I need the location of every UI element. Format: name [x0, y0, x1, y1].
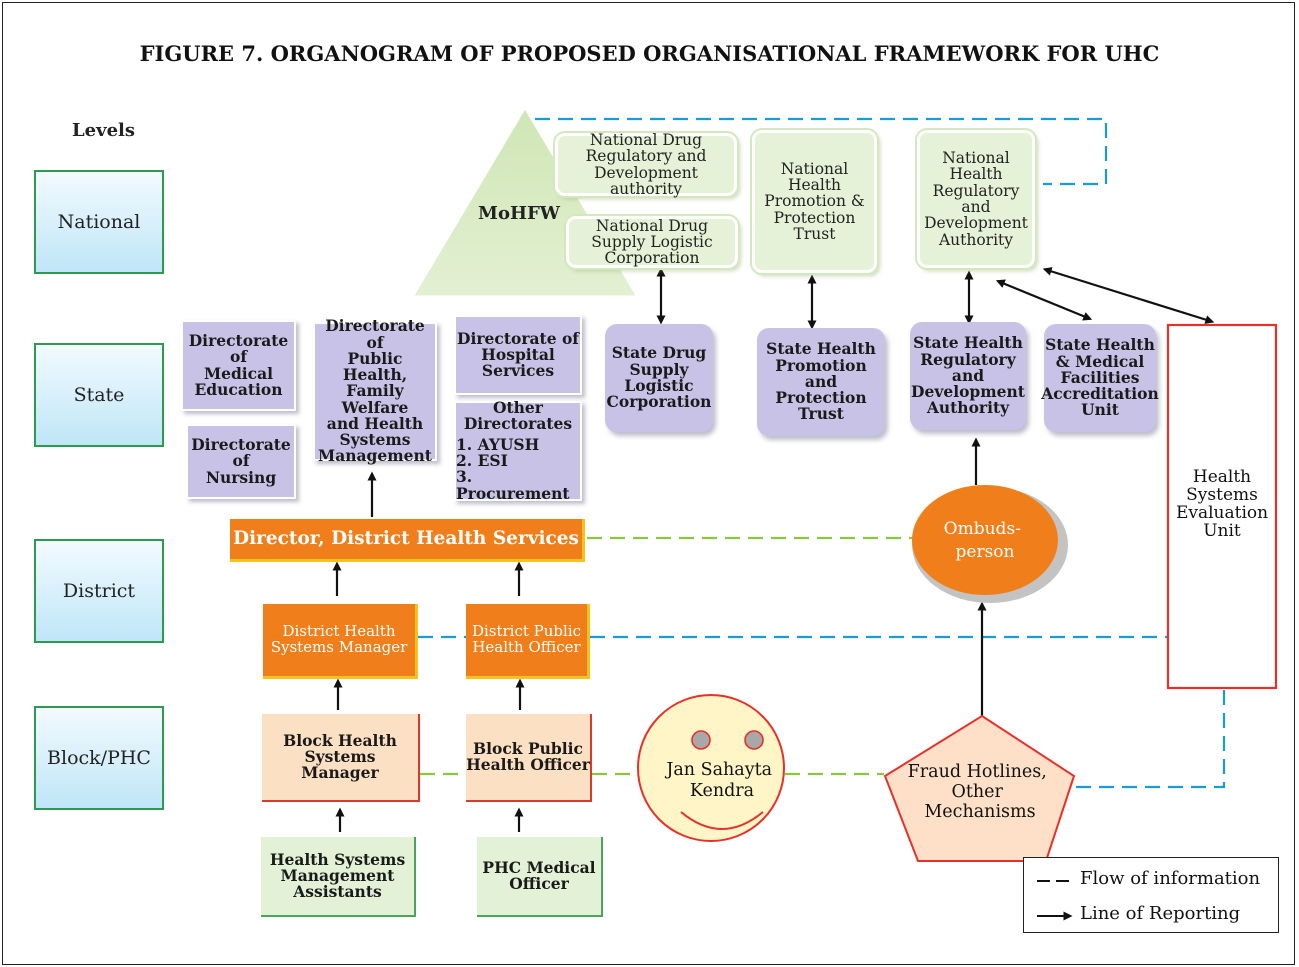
- smiley-left-eye: [691, 730, 711, 750]
- directorate-nursing: Directorate of Nursing: [186, 424, 296, 499]
- state-health-regulatory-development-authority: State Health Regulatory and Development …: [910, 322, 1026, 430]
- legend: Flow of information Line of Reporting: [1023, 857, 1279, 933]
- fraud-label-3: Mechanisms: [924, 802, 1035, 822]
- national-drug-supply-logistic-corporation: National Drug Supply Logistic Corporatio…: [566, 216, 738, 268]
- jan-sahayta-kendra-face: [637, 694, 785, 842]
- fraud-label-1: Fraud Hotlines,: [908, 762, 1047, 782]
- fraud-hotlines-pentagon: [883, 714, 1076, 862]
- legend-symbols: [1037, 880, 1073, 921]
- other-directorates-title: Other Directorates: [463, 398, 573, 434]
- arrow-accreditation: [995, 279, 1093, 321]
- ombudsperson-label-2: person: [956, 542, 1015, 562]
- svg-text:Ombuds- person: Ombuds- person: [944, 519, 1027, 562]
- district-public-health-officer: District Public Health Officer: [466, 604, 590, 679]
- evaluation-unit-text: Health Systems Evaluation Unit: [1175, 467, 1269, 541]
- legend-flow-label: Flow of information: [1080, 868, 1261, 889]
- figure-title: FIGURE 7. ORGANOGRAM OF PROPOSED ORGANIS…: [139, 41, 1160, 66]
- ombudsperson-label-1: Ombuds-: [944, 519, 1021, 539]
- level-national: National: [34, 170, 164, 274]
- directorate-hospital-services: Directorate of Hospital Services: [454, 315, 582, 395]
- national-health-regulatory-development-authority: National Health Regulatory and Developme…: [917, 130, 1035, 268]
- district-health-systems-manager: District Health Systems Manager: [263, 604, 418, 679]
- info-line-national: [535, 117, 1108, 186]
- phc-medical-officer: PHC Medical Officer: [477, 837, 603, 917]
- block-health-systems-manager: Block Health Systems Manager: [262, 714, 420, 802]
- svg-text:Fraud Hotlines, Other: Fraud Hotlines, Other Mechanisms: [908, 762, 1053, 822]
- block-public-health-officer: Block Public Health Officer: [466, 714, 592, 802]
- health-systems-evaluation-unit: [1166, 323, 1278, 690]
- arrow-evaluation: [1042, 267, 1215, 324]
- state-health-promotion-protection-trust: State Health Promotion and Protection Tr…: [757, 328, 885, 436]
- svg-text:Jan Sahayta Kendra: Jan Sahayta Kendra: [664, 760, 777, 801]
- smiley-right-eye: [744, 730, 764, 750]
- national-drug-regulatory-authority: National Drug Regulatory and Development…: [555, 132, 737, 197]
- levels-heading: Levels: [72, 120, 135, 141]
- fraud-label-2: Other: [952, 782, 1004, 802]
- info-line-evaluation: [1074, 690, 1226, 789]
- director-district-health-services: Director, District Health Services: [230, 519, 585, 562]
- health-systems-management-assistants: Health Systems Management Assistants: [261, 837, 416, 917]
- legend-reporting-label: Line of Reporting: [1080, 903, 1241, 924]
- smiley-mouth: [680, 811, 764, 830]
- mohfw-label: MoHFW: [478, 203, 561, 224]
- level-district: District: [34, 539, 164, 643]
- national-health-promotion-protection-trust: National Health Promotion & Protection T…: [752, 130, 877, 273]
- jan-sahayta-label-2: Kendra: [690, 781, 754, 801]
- state-accreditation-unit: State Health & Medical Facilities Accred…: [1041, 324, 1159, 432]
- level-block-phc: Block/PHC: [34, 706, 164, 810]
- other-directorates-list: 1. AYUSH 2. ESI 3. Procurement: [456, 434, 570, 503]
- ombudsperson-circle: [912, 485, 1058, 595]
- jan-sahayta-label-1: Jan Sahayta: [664, 760, 772, 780]
- other-directorates: Other Directorates 1. AYUSH 2. ESI 3. Pr…: [454, 398, 582, 503]
- state-drug-supply-logistic-corporation: State Drug Supply Logistic Corporation: [605, 324, 713, 432]
- directorate-medical-education: Directorate of Medical Education: [181, 320, 296, 411]
- directorate-public-health: Directorate of Public Health, Family Wel…: [313, 318, 437, 464]
- level-state: State: [34, 343, 164, 447]
